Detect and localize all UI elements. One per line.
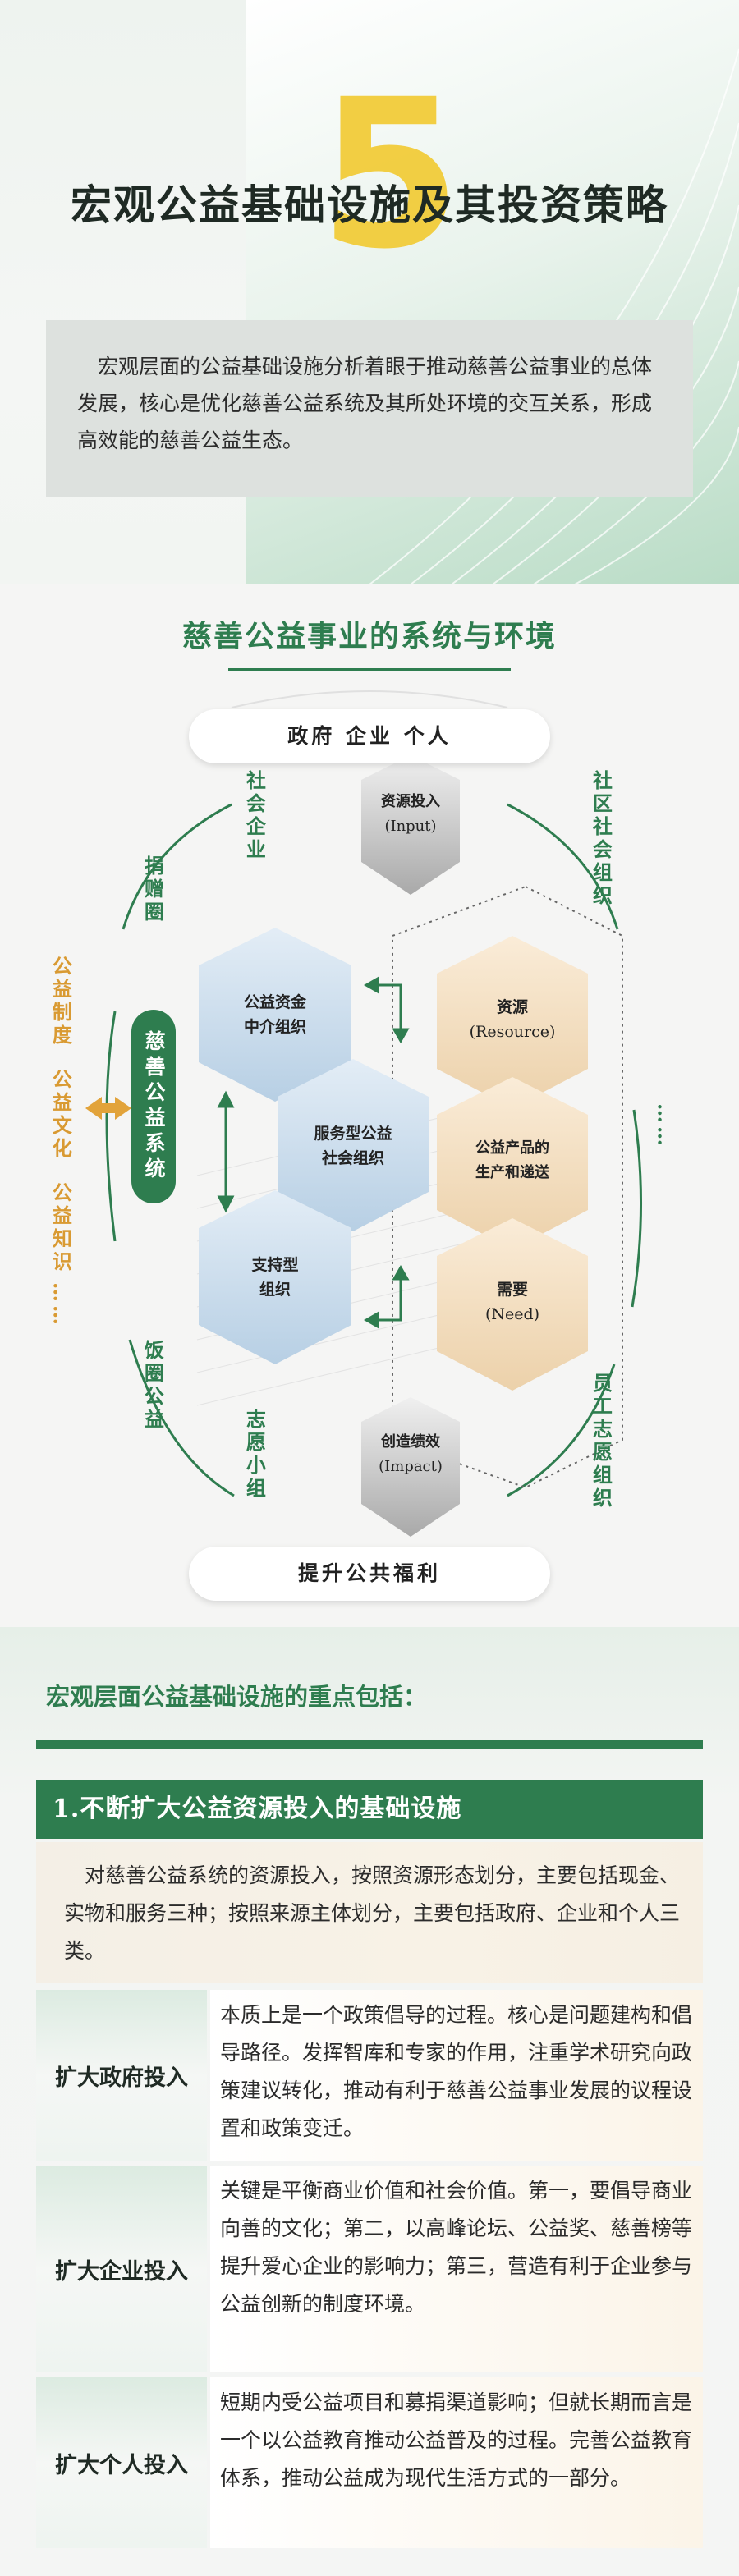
support-org-label: 支持型 组织: [204, 1253, 347, 1302]
need-label: 需要 (Need): [437, 1277, 588, 1327]
top-actors-pill: 政府 企业 个人: [189, 709, 550, 763]
item-label: 扩大政府投入: [36, 1990, 207, 2161]
item-label: 扩大个人投入: [36, 2377, 207, 2548]
section-number: 5: [319, 55, 461, 294]
input-hex: [361, 755, 460, 895]
env-label-knowledge: 公益知识: [48, 1182, 73, 1274]
label-volunteer-group: 志愿小组: [242, 1409, 267, 1501]
item-text: 本质上是一个政策倡导的过程。核心是问题建构和倡导路径。发挥智库和专家的作用，注重…: [210, 1990, 703, 2161]
top-arc: [231, 690, 508, 708]
fund-intermediary-label: 公益资金 中介组织: [204, 990, 347, 1039]
heading-rule: [36, 1740, 703, 1749]
flow-arrows: [217, 976, 410, 1329]
product-line1: 公益产品的: [475, 1139, 549, 1157]
label-rice-circle: 饭圈公益: [140, 1340, 165, 1432]
need-line1: 需要: [496, 1281, 528, 1299]
resource-line2: (Resource): [469, 1023, 556, 1041]
system-environment-diagram: 慈善公益事业的系统与环境 政府 企业 个人 提升公共福利 资源投入 (Input…: [0, 584, 739, 1627]
product-hex: [437, 1077, 588, 1249]
item-enterprise: 扩大企业投入 关键是平衡商业价值和社会价值。第一，要倡导商业向善的文化；第二，以…: [36, 2166, 703, 2372]
intro-text: 宏观层面的公益基础设施分析着眼于推动慈善公益事业的总体发展，核心是优化慈善公益系…: [77, 355, 653, 452]
charity-system-pill: 慈善公益系统: [131, 1010, 176, 1203]
impact-label-en: (Impact): [379, 1458, 443, 1475]
public-welfare-pill: 提升公共福利: [189, 1547, 550, 1601]
fund-intermediary-line1: 公益资金: [243, 993, 306, 1011]
key-points-heading: 宏观层面公益基础设施的重点包括：: [46, 1683, 428, 1711]
product-line2: 生产和递送: [475, 1164, 549, 1181]
section-title-bar: 1.不断扩大公益资源投入的基础设施: [36, 1780, 703, 1839]
fund-intermediary-hex: [199, 928, 351, 1102]
item-government: 扩大政府投入 本质上是一个政策倡导的过程。核心是问题建构和倡导路径。发挥智库和专…: [36, 1990, 703, 2161]
fund-intermediary-line2: 中介组织: [243, 1018, 306, 1036]
input-hex-label: 资源投入 (Input): [361, 790, 460, 839]
support-org-hex: [199, 1190, 351, 1364]
page-title: 宏观公益基础设施及其投资策略: [71, 181, 668, 229]
impact-label-cn: 创造绩效: [381, 1433, 440, 1451]
service-org-line1: 服务型公益: [314, 1125, 392, 1143]
diagram-title-underline: [228, 668, 511, 671]
label-right-ellipsis: ……: [653, 1103, 677, 1149]
env-label-culture: 公益文化: [48, 1069, 73, 1161]
item-text: 关键是平衡商业价值和社会价值。第一，要倡导商业向善的文化；第二，以高峰论坛、公益…: [210, 2166, 703, 2372]
key-points-section: 宏观层面公益基础设施的重点包括： 1.不断扩大公益资源投入的基础设施 对慈善公益…: [0, 1627, 739, 2576]
service-org-label: 服务型公益 社会组织: [279, 1121, 427, 1171]
input-label-cn: 资源投入: [381, 793, 440, 810]
label-donation-circle: 捐赠圈: [140, 855, 165, 924]
diagram-title: 慈善公益事业的系统与环境: [181, 619, 557, 653]
outer-ellipse: [105, 803, 642, 1497]
environment-double-arrow: [85, 1097, 131, 1120]
section-intro: 对慈善公益系统的资源投入，按照资源形态划分，主要包括现金、实物和服务三种；按照来…: [36, 1842, 703, 1983]
label-social-enterprise: 社会企业: [242, 770, 267, 862]
item-individual: 扩大个人投入 短期内受公益项目和募捐渠道影响；但就长期而言是一个以公益教育推动公…: [36, 2377, 703, 2548]
intro-box: 宏观层面的公益基础设施分析着眼于推动慈善公益事业的总体发展，核心是优化慈善公益系…: [46, 320, 693, 497]
impact-hex: [361, 1397, 460, 1537]
input-label-en: (Input): [384, 818, 437, 835]
need-line2: (Need): [484, 1305, 540, 1323]
env-label-system: 公益制度: [48, 956, 73, 1047]
service-org-line2: 社会组织: [321, 1149, 384, 1167]
resource-line1: 资源: [496, 998, 528, 1016]
item-text: 短期内受公益项目和募捐渠道影响；但就长期而言是一个以公益教育推动公益普及的过程。…: [210, 2377, 703, 2548]
env-label-ellipsis: ……: [48, 1282, 73, 1328]
diagram-graphics: [85, 690, 642, 1537]
service-org-hex: [278, 1059, 429, 1231]
label-staff-volunteer: 员工志愿组织: [589, 1373, 613, 1510]
resource-label: 资源 (Resource): [437, 995, 588, 1044]
label-community-org: 社区社会组织: [589, 770, 613, 908]
support-org-line2: 组织: [259, 1281, 291, 1299]
product-label: 公益产品的 生产和递送: [437, 1136, 588, 1185]
item-label: 扩大企业投入: [36, 2166, 207, 2372]
need-hex: [437, 1218, 588, 1391]
header-section: 5 宏观公益基础设施及其投资策略 宏观层面的公益基础设施分析着眼于推动慈善公益事…: [0, 0, 739, 584]
impact-hex-label: 创造绩效 (Impact): [361, 1430, 460, 1479]
resource-hex: [437, 936, 588, 1108]
support-org-line1: 支持型: [251, 1256, 299, 1274]
